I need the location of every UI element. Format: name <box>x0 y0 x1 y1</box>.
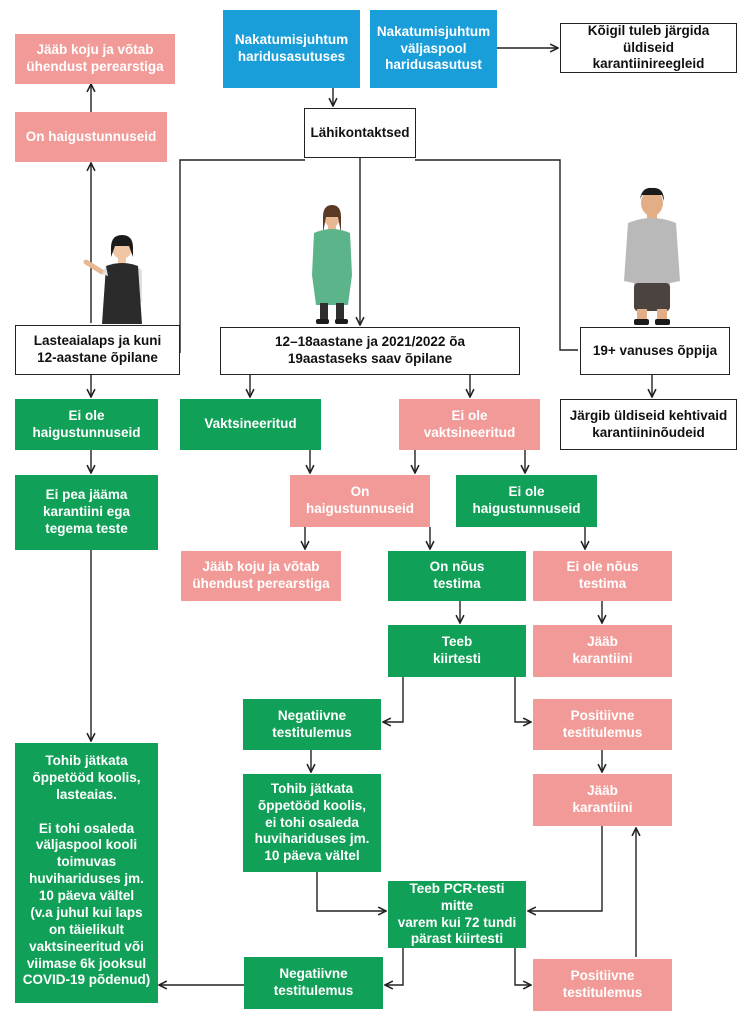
left-continue-study-box: Tohib jätkata õppetööd koolis, lasteaias… <box>15 743 158 1003</box>
not-vaccinated-box: Ei ole vaktsineeritud <box>399 399 540 450</box>
positive-result-2-box: Positiivne testitulemus <box>533 959 672 1011</box>
teen-figure <box>312 205 352 324</box>
left-no-symptoms-box: Ei ole haigustunnuseid <box>15 399 158 450</box>
stays-quarantine-1-box: Jääb karantiini <box>533 625 672 677</box>
incident-school-box: Nakatumisjuhtum haridusasutuses <box>223 10 360 88</box>
kindergarten-child-box: Lasteaialaps ja kuni 12-aastane õpilane <box>15 325 180 375</box>
close-contacts-box: Lähikontaktsed <box>304 108 416 158</box>
follows-general-box: Järgib üldiseid kehtivaid karantiininõud… <box>560 399 737 450</box>
pcr-test-box: Teeb PCR-testi mitte varem kui 72 tundi … <box>388 881 526 948</box>
mid-stay-home-box: Jääb koju ja võtab ühendust perearstiga <box>181 551 341 601</box>
stays-quarantine-2-box: Jääb karantiini <box>533 774 672 826</box>
negative-result-1-box: Negatiivne testitulemus <box>243 699 381 750</box>
disagrees-test-box: Ei ole nõus testima <box>533 551 672 601</box>
continue-study-box: Tohib jätkata õppetööd koolis, ei tohi o… <box>243 774 381 872</box>
left-symptoms-box: On haigustunnuseid <box>15 112 167 162</box>
positive-result-1-box: Positiivne testitulemus <box>533 699 672 750</box>
incident-outside-box: Nakatumisjuhtum väljaspool haridusasutus… <box>370 10 497 88</box>
negative-result-2-box: Negatiivne testitulemus <box>244 957 383 1009</box>
age-12-18-box: 12–18aastane ja 2021/2022 õa 19aastaseks… <box>220 327 520 375</box>
vaccinated-box: Vaktsineeritud <box>180 399 321 450</box>
left-no-quarantine-box: Ei pea jääma karantiini ega tegema teste <box>15 475 158 550</box>
all-follow-rules-box: Kõigil tuleb järgida üldiseid karantiini… <box>560 23 737 73</box>
child-figure <box>83 235 142 324</box>
mid-no-symptoms-box: Ei ole haigustunnuseid <box>456 475 597 527</box>
mid-symptoms-box: On haigustunnuseid <box>290 475 430 527</box>
adult-figure <box>624 187 680 325</box>
left-stay-home-box: Jääb koju ja võtab ühendust perearstiga <box>15 34 175 84</box>
rapid-test-box: Teeb kiirtesti <box>388 625 526 677</box>
agrees-test-box: On nõus testima <box>388 551 526 601</box>
age-19-plus-box: 19+ vanuses õppija <box>580 327 730 375</box>
